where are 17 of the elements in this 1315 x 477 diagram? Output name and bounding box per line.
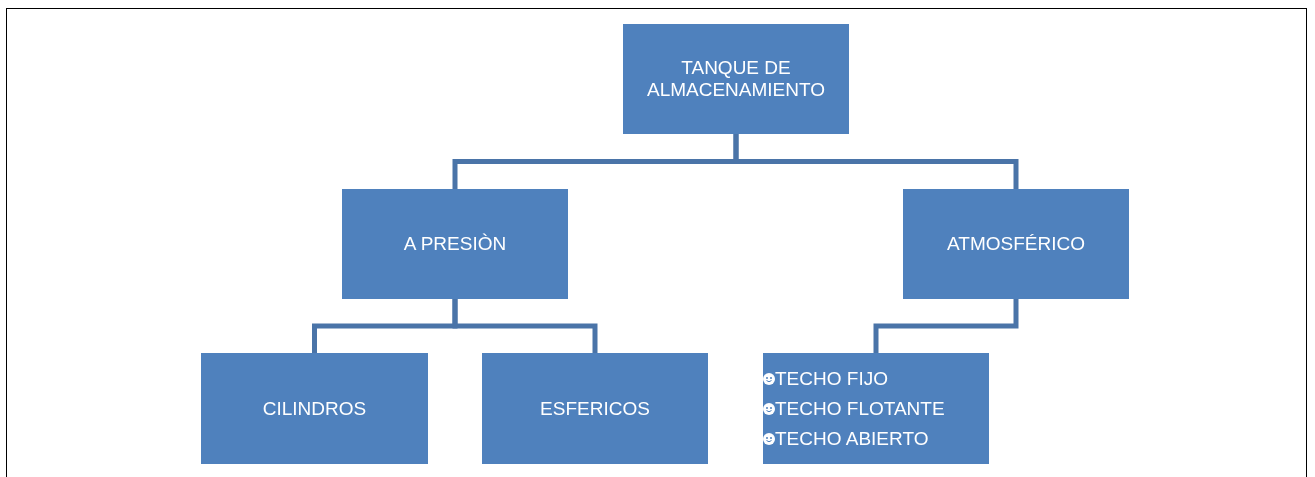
process-box xyxy=(482,353,708,464)
box-label: CILINDROS xyxy=(262,397,367,420)
list-item-text: TECHO ABIERTO xyxy=(775,427,929,450)
process-box xyxy=(623,24,849,134)
connector-line xyxy=(452,299,598,353)
process-box xyxy=(201,353,428,464)
box-label: TANQUE DE ALMACENAMIENTO xyxy=(645,57,827,101)
connector-line xyxy=(733,134,1019,189)
process-box xyxy=(342,189,568,299)
process-box xyxy=(903,189,1129,299)
box-label: ATMOSFÉRICO xyxy=(947,233,1085,255)
list-item-text: TECHO FLOTANTE xyxy=(775,397,945,420)
process-box xyxy=(763,353,989,464)
box-label: A PRESIÒN xyxy=(403,233,507,255)
connector-line xyxy=(873,299,1019,353)
box-label: ESFERICOS xyxy=(540,397,650,420)
list-item-text: TECHO FIJO xyxy=(775,367,888,390)
